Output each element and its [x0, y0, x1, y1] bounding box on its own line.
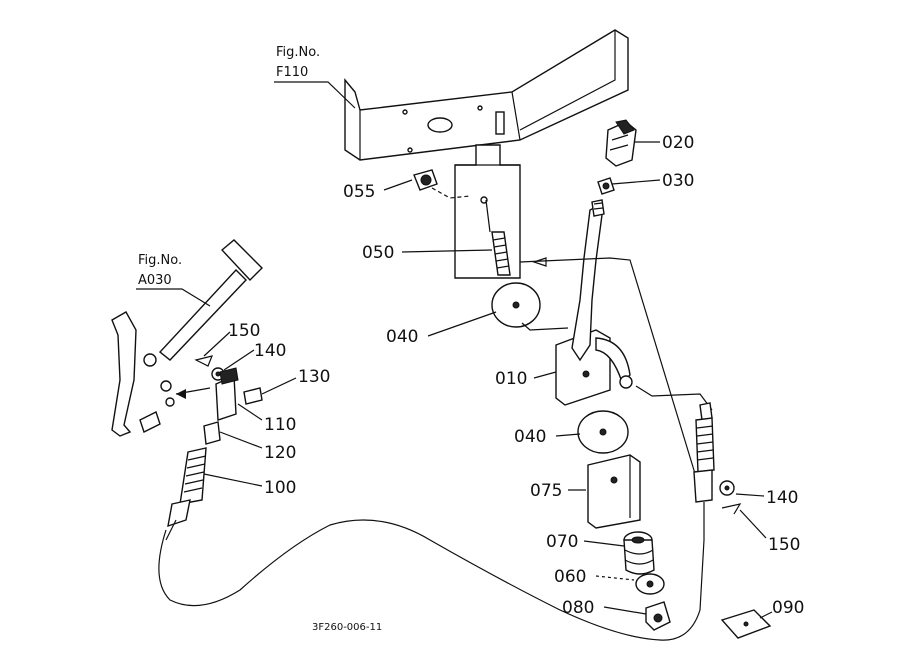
washer-040-lower	[577, 410, 629, 454]
fig-ref-f110: Fig.No. F110	[274, 45, 356, 109]
fig-ref-a030-line1: Fig.No.	[138, 253, 182, 268]
callout-040-lower: 040	[514, 427, 546, 447]
callout-055: 055	[343, 182, 375, 202]
lever-010	[555, 199, 633, 406]
callout-080: 080	[562, 598, 594, 618]
drawing-code: 3F260-006-11	[312, 622, 382, 633]
plate-090	[720, 609, 772, 639]
callout-110: 110	[264, 415, 296, 435]
nut-080	[645, 601, 671, 631]
washer-040-upper	[491, 282, 569, 331]
fig-ref-a030-line2: A030	[138, 273, 172, 288]
control-cable	[158, 519, 705, 641]
left-clevis-parts	[175, 355, 263, 445]
nut-030	[597, 177, 615, 195]
callout-070: 070	[546, 532, 578, 552]
nut-055	[413, 169, 471, 199]
callout-030: 030	[662, 171, 694, 191]
fig-ref-a030: Fig.No. A030	[136, 253, 211, 307]
bolt-050	[485, 199, 511, 276]
fig-ref-f110-line1: Fig.No.	[276, 45, 320, 60]
callout-140-left: 140	[254, 341, 286, 361]
callout-100: 100	[264, 478, 296, 498]
callout-130: 130	[298, 367, 330, 387]
callout-090: 090	[772, 598, 804, 618]
callout-150-left: 150	[228, 321, 260, 341]
cable-end-left	[165, 447, 207, 541]
knob-020	[605, 119, 637, 167]
cable-end-right	[693, 402, 742, 540]
callout-040-upper: 040	[386, 327, 418, 347]
callout-010: 010	[495, 369, 527, 389]
callout-050: 050	[362, 243, 394, 263]
leader-lines	[203, 141, 773, 619]
pedal-assembly	[111, 239, 263, 437]
callout-150-right: 150	[768, 535, 800, 555]
washer-060	[635, 573, 665, 595]
fig-ref-f110-line2: F110	[276, 65, 308, 80]
assembly-lines	[519, 257, 713, 491]
bushing-070	[623, 531, 655, 575]
callout-020: 020	[662, 133, 694, 153]
plate-075	[587, 454, 641, 529]
frame-bracket	[344, 29, 629, 161]
callout-060: 060	[554, 567, 586, 587]
callout-120: 120	[264, 443, 296, 463]
callout-075: 075	[530, 481, 562, 501]
callout-labels: 020 030 055 050 040 010 040 075 070 060 …	[228, 133, 804, 618]
callout-140-right: 140	[766, 488, 798, 508]
